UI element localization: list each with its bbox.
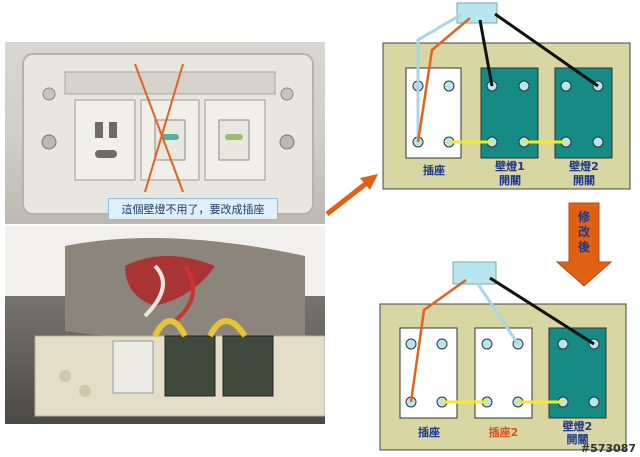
arrow-to-diagram	[360, 174, 378, 190]
outlet1-after-label: 插座	[418, 426, 440, 439]
junction-box-after	[452, 261, 497, 285]
switch2-after-label-line1: 壁燈2	[562, 420, 593, 433]
switch1-before-label-line2: 開關	[499, 174, 521, 187]
outlet2-after-label: 插座2	[488, 426, 519, 439]
down-arrow	[555, 202, 613, 287]
switch2-before-label-line1: 壁燈2	[569, 160, 599, 173]
watermark: #573087	[580, 442, 636, 455]
arrow-label: 修改後	[577, 210, 590, 254]
wiring-illustration	[5, 226, 325, 417]
switch2-before-label-line2: 開關	[573, 174, 595, 187]
switch2-after-label-line2: 開關	[566, 433, 589, 446]
callout-text: 這個壁燈不用了，要改成插座	[108, 198, 278, 220]
wall-plate-illustration	[22, 53, 314, 215]
switch1-before-label-line1: 壁燈1	[495, 160, 525, 173]
wall-plate-photo	[5, 42, 325, 224]
junction-box-before	[456, 2, 498, 24]
outlet-before-label: 插座	[423, 164, 445, 177]
wiring-photo	[5, 226, 325, 424]
